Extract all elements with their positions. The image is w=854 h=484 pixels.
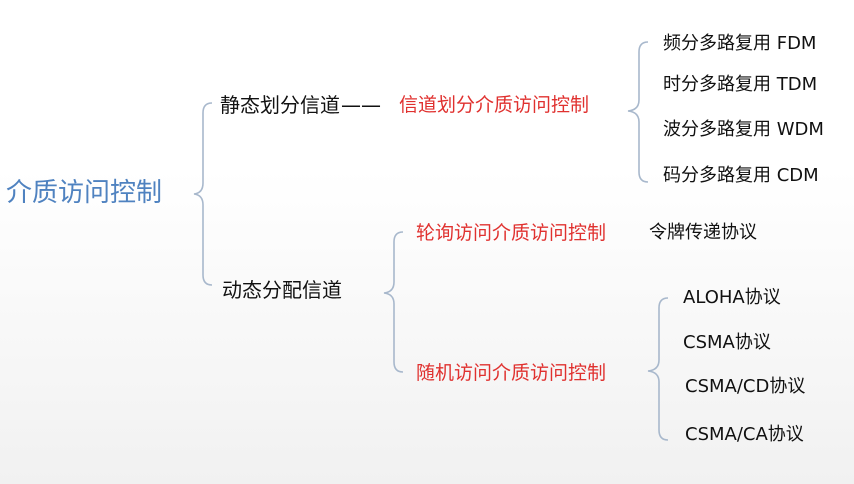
static-dash: —— bbox=[341, 93, 381, 117]
static-item-cdm: 码分多路复用 CDM bbox=[663, 165, 819, 186]
static-item-fdm: 频分多路复用 FDM bbox=[663, 33, 817, 54]
protocol-csma-cd: CSMA/CD协议 bbox=[685, 376, 806, 397]
protocol-csma: CSMA协议 bbox=[683, 332, 771, 353]
static-item-tdm: 时分多路复用 TDM bbox=[663, 74, 818, 95]
static-channel-label: 静态划分信道 bbox=[220, 93, 340, 117]
static-item-wdm: 波分多路复用 WDM bbox=[663, 119, 824, 140]
root-topic: 介质访问控制 bbox=[6, 178, 163, 208]
random-bracket bbox=[647, 297, 669, 441]
random-access-method: 随机访问介质访问控制 bbox=[416, 362, 607, 384]
protocol-csma-ca: CSMA/CA协议 bbox=[685, 424, 804, 445]
channel-division-method: 信道划分介质访问控制 bbox=[399, 94, 590, 116]
token-passing-protocol: 令牌传递协议 bbox=[649, 222, 757, 243]
dynamic-bracket bbox=[383, 231, 404, 373]
dynamic-channel-label: 动态分配信道 bbox=[222, 278, 342, 302]
root-bracket bbox=[193, 102, 213, 286]
polling-method: 轮询访问介质访问控制 bbox=[416, 222, 607, 244]
static-bracket bbox=[627, 41, 649, 183]
protocol-aloha: ALOHA协议 bbox=[683, 287, 781, 308]
